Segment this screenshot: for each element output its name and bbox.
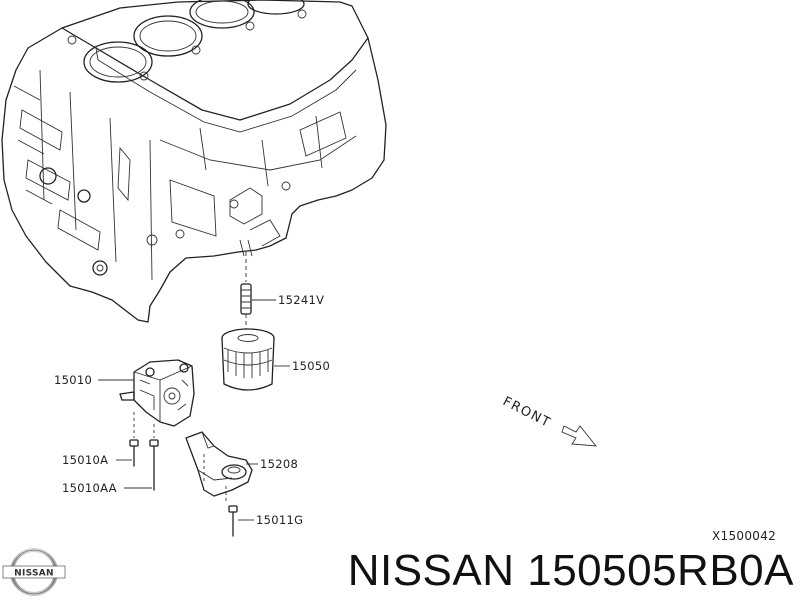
front-direction-indicator: FRONT bbox=[500, 394, 598, 447]
oil-filter-15050 bbox=[221, 328, 275, 391]
callout-15011g: 15011G bbox=[256, 513, 303, 527]
figure-code: X1500042 bbox=[712, 529, 776, 543]
callout-15010a: 15010A bbox=[62, 453, 108, 467]
bolt-15010a bbox=[129, 412, 139, 467]
connector-stud-15241v bbox=[240, 252, 252, 330]
callout-15010aa: 15010AA bbox=[62, 481, 117, 495]
callout-15010: 15010 bbox=[54, 373, 92, 387]
oil-strainer-15208 bbox=[185, 431, 253, 504]
logo-text: NISSAN bbox=[14, 569, 54, 579]
part-number-caption: NISSAN 150505RB0A bbox=[347, 546, 794, 595]
front-label: FRONT bbox=[500, 394, 553, 431]
callout-15208: 15208 bbox=[260, 457, 298, 471]
front-arrow-icon bbox=[561, 425, 598, 447]
oil-pump-15010 bbox=[119, 359, 195, 427]
nissan-logo: NISSAN bbox=[2, 548, 66, 596]
callout-15241v: 15241V bbox=[278, 293, 324, 307]
engine-block bbox=[1, 0, 387, 323]
callout-15050: 15050 bbox=[292, 359, 330, 373]
bolt-15011g bbox=[228, 505, 238, 537]
bolt-15010aa bbox=[149, 424, 159, 491]
